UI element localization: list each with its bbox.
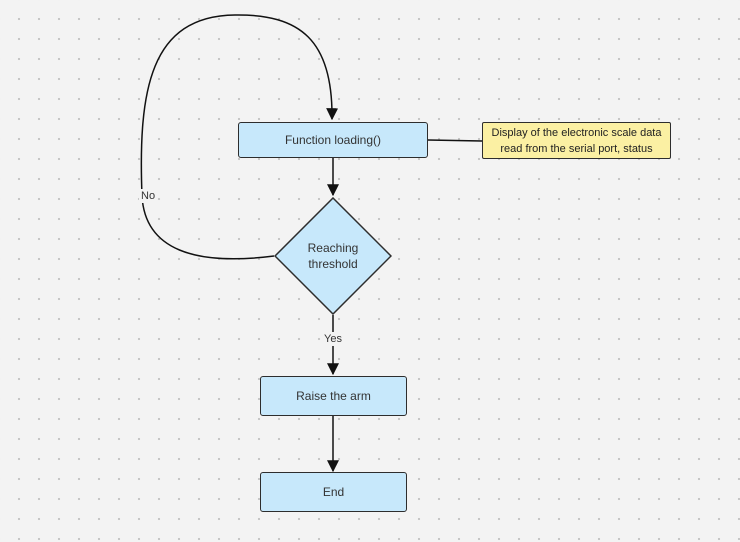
decision-label: Reaching threshold [307, 241, 359, 271]
note-node[interactable]: Display of the electronic scale data rea… [482, 122, 671, 159]
function-loading-node[interactable]: Function loading() [238, 122, 428, 158]
raise-arm-label: Raise the arm [296, 389, 371, 403]
end-label: End [322, 485, 345, 499]
function-loading-label: Function loading() [284, 133, 382, 147]
edge-label-no: No [139, 189, 158, 203]
decision-node[interactable]: Reaching threshold [274, 197, 392, 315]
end-node[interactable]: End [260, 472, 407, 512]
raise-arm-node[interactable]: Raise the arm [260, 376, 407, 416]
decision-text-container: Reaching threshold [274, 197, 392, 315]
edge-label-yes: Yes [322, 332, 344, 346]
edge-no-loop [140, 14, 339, 260]
edge-note-connector [427, 139, 483, 142]
note-label: Display of the electronic scale data rea… [491, 126, 662, 155]
decision-diamond-shape [274, 197, 392, 315]
